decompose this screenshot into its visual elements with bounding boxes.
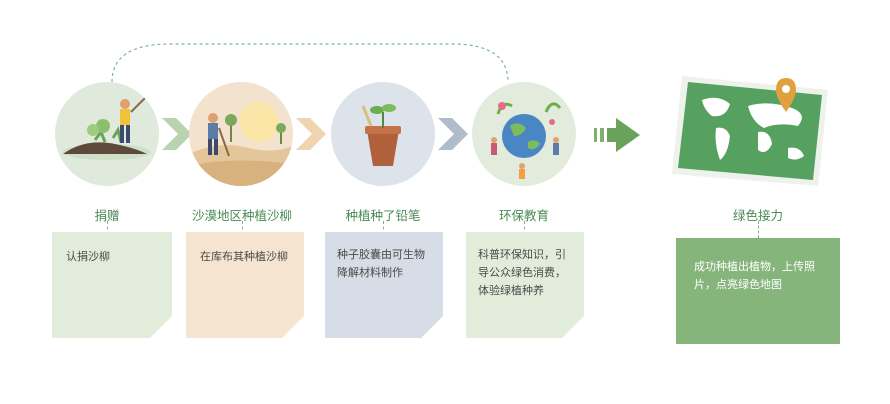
step-4-illustration <box>472 82 576 186</box>
final-description: 成功种植出植物，上传照片，点亮绿色地图 <box>694 260 815 291</box>
earth-community-icon <box>491 102 562 179</box>
step-1-illustration <box>55 82 159 186</box>
final-divider <box>758 221 759 238</box>
final-card: 成功种植出植物，上传照片，点亮绿色地图 <box>676 238 840 344</box>
step-4-description: 科普环保知识，引导公众绿色消费，体验绿植种养 <box>478 248 566 297</box>
chevron-right-icon <box>296 118 326 150</box>
step-2-illustration <box>189 82 293 186</box>
step-3-title: 种植种了铅笔 <box>345 208 421 223</box>
step-1-title: 捐赠 <box>94 208 120 223</box>
chevron-right-icon <box>162 118 192 150</box>
green-world-map-pin-icon <box>672 76 828 186</box>
step-3-description: 种子胶囊由可生物降解材料制作 <box>337 248 425 279</box>
final-title: 绿色接力 <box>732 208 783 223</box>
step-3-illustration <box>331 82 435 186</box>
step-1-card: 认捐沙柳 <box>52 232 172 338</box>
step-2-description: 在库布其种植沙柳 <box>200 250 288 263</box>
step-4-divider <box>524 221 525 235</box>
step-4-title: 环保教育 <box>498 208 549 223</box>
step-1-divider <box>107 221 108 235</box>
arrow-right-icon <box>594 118 640 152</box>
step-3-card: 种子胶囊由可生物降解材料制作 <box>325 232 443 338</box>
step-1-description: 认捐沙柳 <box>66 250 110 263</box>
planting-gardener-icon <box>63 95 151 160</box>
step-3-divider <box>383 221 384 235</box>
step-4-card: 科普环保知识，引导公众绿色消费，体验绿植种养 <box>466 232 584 338</box>
desert-planting-icon <box>189 102 293 186</box>
seedling-pot-icon <box>361 104 401 166</box>
step-2-title: 沙漠地区种植沙柳 <box>191 208 292 223</box>
step-2-card: 在库布其种植沙柳 <box>186 232 304 338</box>
chevron-right-icon <box>438 118 468 150</box>
step-2-divider <box>242 221 243 235</box>
